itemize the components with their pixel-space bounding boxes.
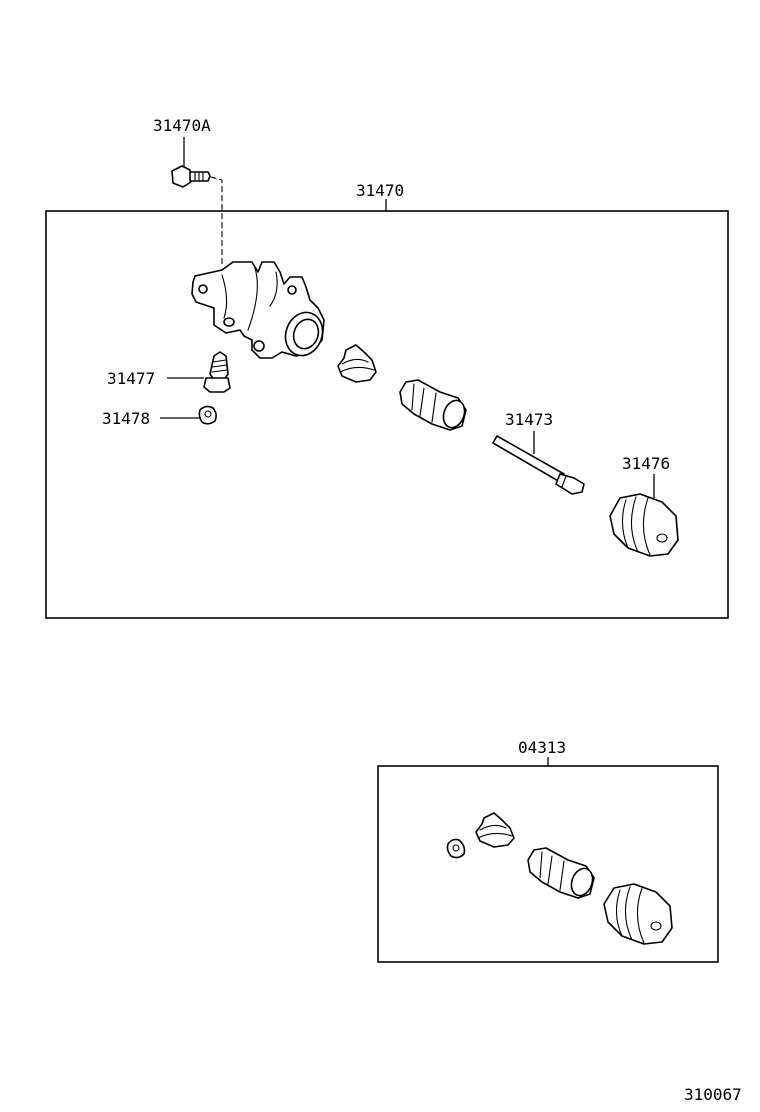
diagram-number: 310067 (684, 1085, 742, 1104)
label-31470A[interactable]: 31470A (153, 116, 211, 135)
kit-boot[interactable] (603, 883, 673, 945)
rod-tip (555, 473, 585, 495)
label-31476[interactable]: 31476 (622, 454, 670, 473)
bolt-shank (189, 171, 211, 182)
boot-31476[interactable] (609, 474, 679, 557)
label-31470[interactable]: 31470 (356, 181, 404, 200)
cylinder-housing[interactable] (191, 261, 328, 361)
push-rod-31473[interactable] (492, 431, 585, 495)
rod-shaft (492, 435, 565, 483)
mount-hole-left (198, 284, 208, 294)
piston-end (442, 399, 466, 429)
cup-body (337, 344, 377, 383)
piston[interactable] (399, 379, 468, 431)
bleeder-port (223, 317, 235, 327)
mount-hole-right (253, 340, 265, 352)
kit-cap[interactable] (446, 838, 466, 859)
bolt-31470A[interactable] (171, 137, 223, 267)
bleeder-cap-31478[interactable] (160, 405, 217, 425)
bolt-head (171, 165, 192, 188)
label-31473[interactable]: 31473 (505, 410, 553, 429)
kit-cup-seal[interactable] (475, 812, 515, 848)
cap-body (198, 405, 217, 425)
label-31478[interactable]: 31478 (102, 409, 150, 428)
bolt-dashed-guide (210, 176, 223, 267)
mount-hole-top (287, 285, 297, 295)
housing-bore-inner (292, 318, 320, 350)
label-04313[interactable]: 04313 (518, 738, 566, 757)
bleeder-plug-31477[interactable] (167, 351, 231, 393)
plug-hex (203, 377, 231, 393)
assembly-box (45, 210, 729, 619)
label-31477[interactable]: 31477 (107, 369, 155, 388)
kit-piston[interactable] (527, 847, 596, 899)
cup-seal[interactable] (337, 344, 377, 383)
